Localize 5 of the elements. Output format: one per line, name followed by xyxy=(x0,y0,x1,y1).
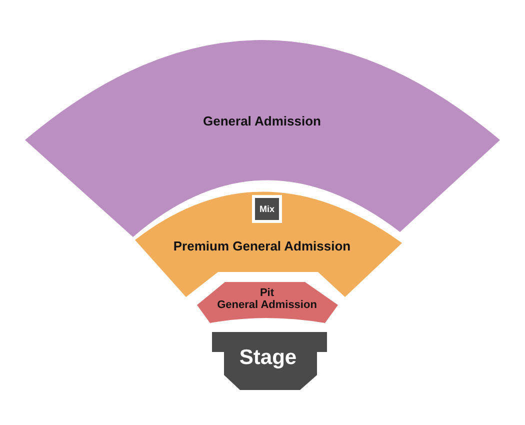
section-label: General Admission xyxy=(203,114,321,128)
section-label: Premium General Admission xyxy=(173,238,351,254)
section-label: Pit General Admission xyxy=(217,286,317,312)
stage-label: Stage xyxy=(239,346,297,370)
section-label: Mix xyxy=(260,204,274,214)
